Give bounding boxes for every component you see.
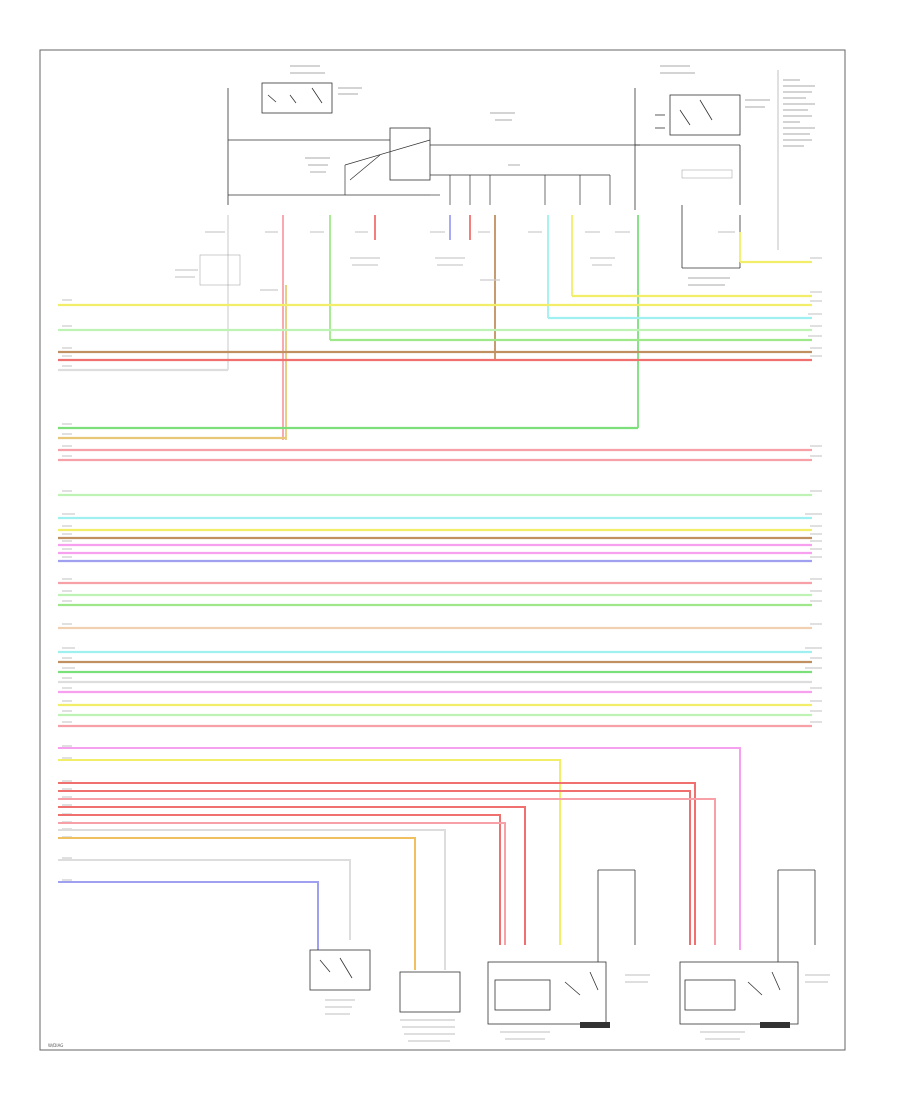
ground-left — [175, 215, 241, 370]
note-text-lines — [783, 79, 815, 147]
top-labels — [305, 112, 520, 173]
top-bus — [228, 127, 640, 205]
bottom-mid-unit — [487, 869, 650, 1040]
left-wire-tags — [62, 299, 75, 881]
bottom-module — [399, 971, 461, 1042]
diagram-frame — [39, 49, 846, 1051]
footer-label: W/DIAG — [48, 1043, 63, 1048]
lower-wires — [58, 747, 741, 970]
harness-wires — [58, 260, 812, 728]
bottom-left-switch — [309, 949, 371, 1015]
bottom-right-unit — [679, 869, 830, 1040]
top-right-switch — [634, 65, 770, 286]
top-connector-labels — [205, 231, 735, 291]
right-wire-tags — [805, 257, 822, 723]
top-left-switch — [227, 65, 362, 205]
top-drop-wires — [282, 215, 741, 440]
